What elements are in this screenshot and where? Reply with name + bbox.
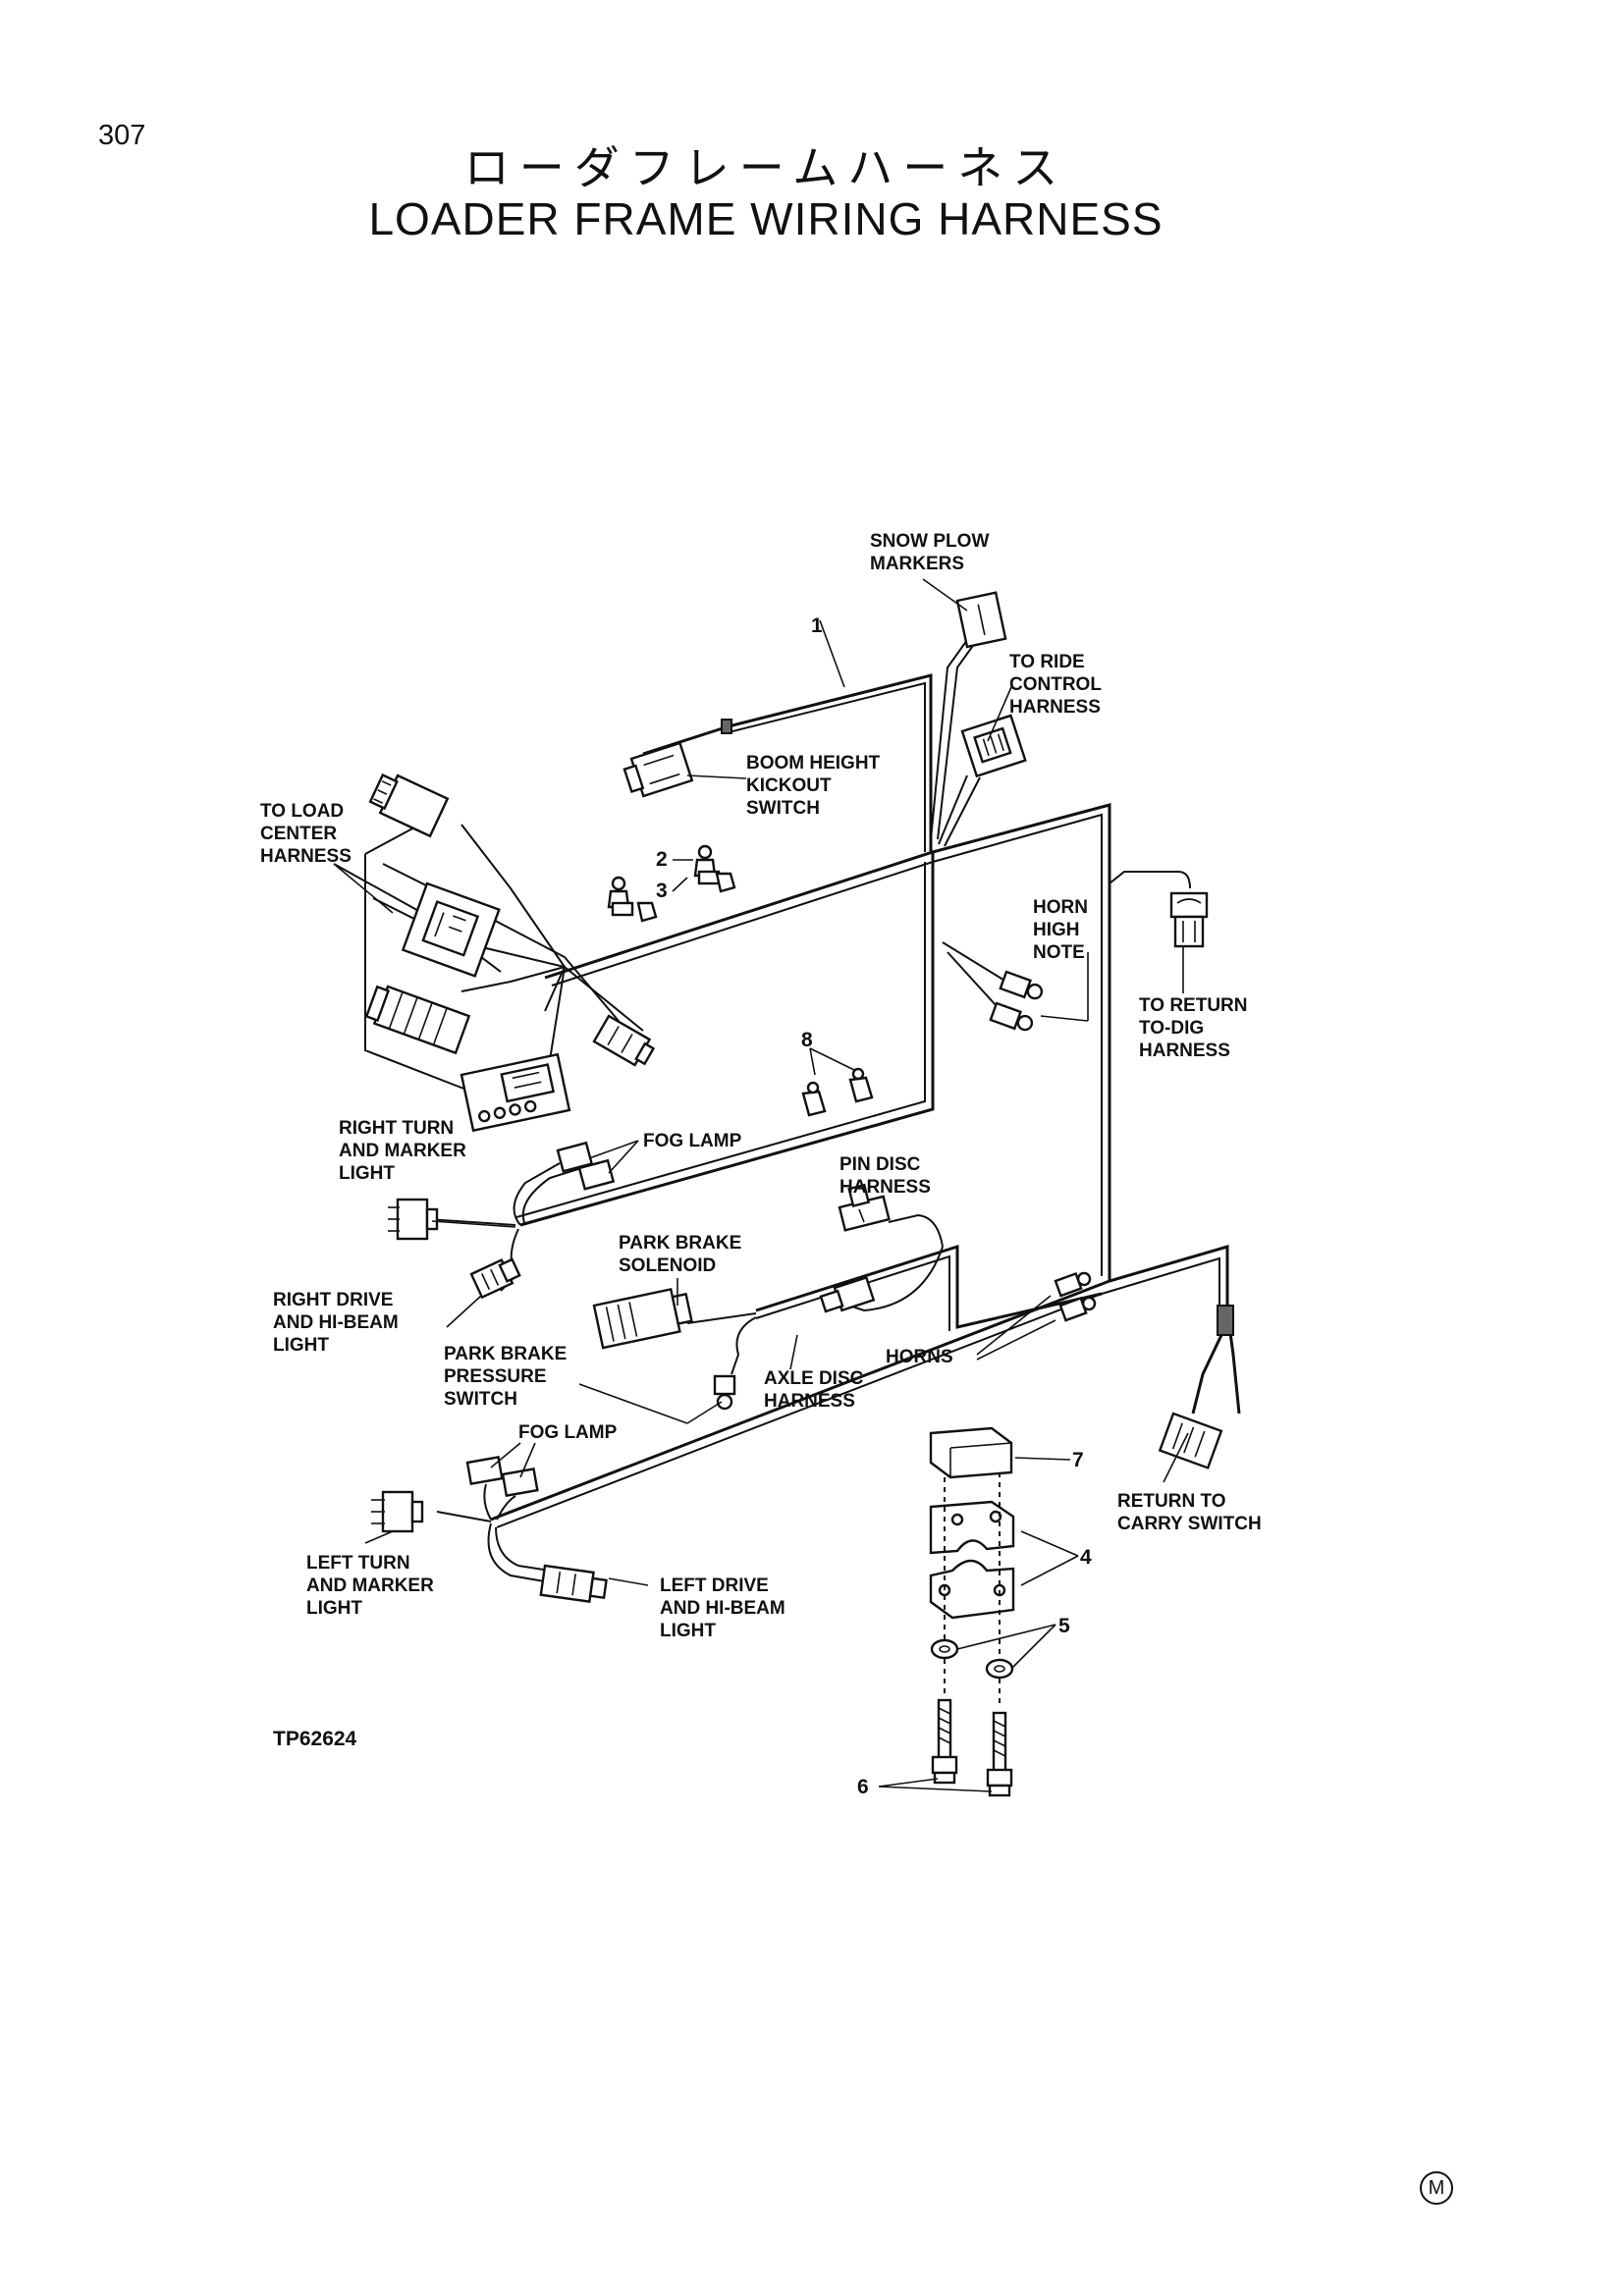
callout-7: 7 xyxy=(1072,1449,1084,1471)
label-left-drive-line2: AND HI-BEAM xyxy=(660,1598,785,1619)
label-right-drive-line3: LIGHT xyxy=(273,1335,329,1356)
label-left-drive-line3: LIGHT xyxy=(660,1621,716,1641)
callout-6: 6 xyxy=(857,1776,869,1798)
label-fog-lamp-upper: FOG LAMP xyxy=(643,1131,742,1151)
park-brake-cluster xyxy=(592,1183,1097,1411)
label-return-to-dig-line2: TO-DIG xyxy=(1139,1018,1204,1039)
label-axle-disc-line1: AXLE DISC xyxy=(764,1368,864,1389)
clips-8 xyxy=(801,1067,874,1117)
callout-3: 3 xyxy=(656,880,668,902)
return-to-dig-connector xyxy=(1169,891,1209,948)
page-number: 307 xyxy=(98,120,146,151)
label-axle-disc-line2: HARNESS xyxy=(764,1391,855,1412)
label-park-brake-solenoid-line1: PARK BRAKE xyxy=(619,1233,741,1254)
label-return-carry-line2: CARRY SWITCH xyxy=(1117,1514,1262,1534)
label-horn-high-note-line2: HIGH xyxy=(1033,920,1080,940)
clamp-hardware xyxy=(929,1426,1015,1797)
label-load-center-line1: TO LOAD xyxy=(260,801,344,822)
label-left-turn-line1: LEFT TURN xyxy=(306,1553,410,1574)
label-left-turn-line2: AND MARKER xyxy=(306,1575,434,1596)
label-right-drive-line1: RIGHT DRIVE xyxy=(273,1290,393,1310)
label-load-center-line3: HARNESS xyxy=(260,846,352,867)
label-left-drive-line1: LEFT DRIVE xyxy=(660,1575,769,1596)
label-right-turn-line2: AND MARKER xyxy=(339,1141,466,1161)
callout-8: 8 xyxy=(801,1029,813,1051)
label-return-to-dig-line3: HARNESS xyxy=(1139,1041,1230,1061)
label-pin-disc-line1: PIN DISC xyxy=(839,1154,921,1175)
label-fog-lamp-lower: FOG LAMP xyxy=(518,1422,618,1443)
label-park-brake-solenoid-line2: SOLENOID xyxy=(619,1255,716,1276)
right-lights-cluster xyxy=(388,1141,616,1300)
label-horn-high-note-line1: HORN xyxy=(1033,897,1088,918)
label-right-turn-line1: RIGHT TURN xyxy=(339,1118,454,1139)
horn-high-note-connectors xyxy=(942,941,1044,1032)
figure-id: TP62624 xyxy=(273,1728,357,1750)
label-return-carry-line1: RETURN TO xyxy=(1117,1491,1225,1512)
label-left-turn-line3: LIGHT xyxy=(306,1598,362,1619)
callout-2: 2 xyxy=(656,848,668,871)
label-ride-control-line2: CONTROL xyxy=(1009,674,1102,695)
label-right-drive-line2: AND HI-BEAM xyxy=(273,1312,399,1333)
callout-5: 5 xyxy=(1058,1615,1070,1637)
label-pressure-switch-line3: SWITCH xyxy=(444,1389,517,1410)
label-ride-control-line1: TO RIDE xyxy=(1009,652,1085,672)
clips-2-3 xyxy=(607,844,736,923)
callout-1: 1 xyxy=(811,614,823,637)
return-to-carry-connector xyxy=(1158,1412,1223,1469)
callout-4: 4 xyxy=(1080,1546,1092,1569)
label-return-to-dig-line1: TO RETURN xyxy=(1139,995,1247,1016)
load-center-cluster xyxy=(333,773,656,1133)
label-load-center-line2: CENTER xyxy=(260,824,337,844)
leader-lines xyxy=(333,578,1189,1792)
label-snow-plow-markers-line1: SNOW PLOW xyxy=(870,531,989,552)
label-pressure-switch-line1: PARK BRAKE xyxy=(444,1344,567,1364)
label-pressure-switch-line2: PRESSURE xyxy=(444,1366,547,1387)
title-japanese: ローダフレームハーネス xyxy=(463,141,1068,194)
harness-1 xyxy=(623,591,1027,847)
main-harness-trunk xyxy=(490,673,1241,1528)
label-boom-height-line1: BOOM HEIGHT xyxy=(746,753,881,774)
label-pin-disc-line2: HARNESS xyxy=(839,1177,931,1198)
label-boom-height-line2: KICKOUT xyxy=(746,775,832,796)
label-right-turn-line3: LIGHT xyxy=(339,1163,395,1184)
label-snow-plow-markers-line2: MARKERS xyxy=(870,554,964,574)
label-ride-control-line3: HARNESS xyxy=(1009,697,1101,718)
label-horns: HORNS xyxy=(886,1347,953,1367)
label-boom-height-line3: SWITCH xyxy=(746,798,820,819)
left-lights-cluster xyxy=(371,1456,608,1604)
footer-mark: M xyxy=(1420,2171,1453,2205)
label-horn-high-note-line3: NOTE xyxy=(1033,942,1085,963)
title-english: LOADER FRAME WIRING HARNESS xyxy=(368,193,1164,244)
